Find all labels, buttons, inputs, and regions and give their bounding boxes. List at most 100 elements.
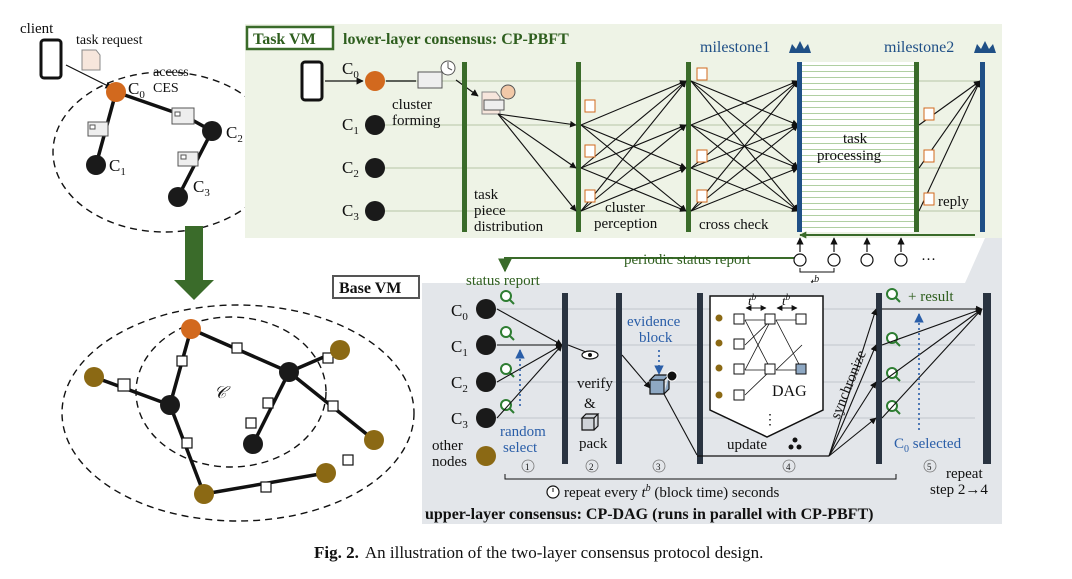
doc-icons: [584, 67, 935, 206]
task-request-doc-icon: [81, 49, 101, 71]
svg-text:tb: tb: [782, 292, 791, 308]
task-c0-label: C: [342, 59, 353, 78]
svg-text:C0: C0: [451, 301, 468, 323]
other-nodes-label-2: nodes: [432, 454, 467, 470]
timer-icons: [793, 237, 908, 267]
dag-tb-label-2: t: [782, 293, 786, 308]
svg-text:C1: C1: [451, 337, 468, 359]
repeat-label-2: step 2→4: [930, 482, 988, 498]
base-node-c3: [476, 408, 496, 428]
random-select-label-1: random: [500, 424, 546, 440]
milestone2-crown-icon: [974, 41, 996, 53]
task-phone-icon: [300, 60, 324, 102]
cluster-perception-label-1: cluster: [605, 200, 645, 216]
periodic-status-report-label: periodic status report: [624, 252, 751, 268]
cluster-forming-label-2: forming: [392, 113, 441, 129]
task-piece-label-1: task: [474, 187, 499, 203]
task-vm-label: Task VM: [253, 31, 316, 48]
task-c3-label: C: [342, 201, 353, 220]
c0-selected-label: C: [894, 436, 904, 452]
svg-text:C3: C3: [342, 201, 359, 223]
base-bar-3: [697, 293, 703, 464]
step-markers: [521, 459, 937, 473]
reply-label: reply: [938, 194, 969, 210]
task-vm-label-box: [245, 25, 335, 51]
task-c1-label: C: [342, 115, 353, 134]
base-node-c1: [476, 335, 496, 355]
base-node-other: [476, 446, 496, 466]
base-node-c2: [476, 372, 496, 392]
seal-icon: [666, 370, 678, 382]
task-node-c3: [365, 201, 385, 221]
base-bar-2: [616, 293, 622, 464]
svg-text:C0: C0: [128, 79, 145, 101]
update-label: update: [727, 437, 767, 453]
base-vm-title: upper-layer consensus: CP-DAG (runs in p…: [425, 506, 873, 523]
svg-text:Fig. 2.An illustration of the: Fig. 2.An illustration of the two-layer …: [314, 543, 763, 562]
base-c1-label: C: [451, 337, 462, 356]
svg-text:C0: C0: [342, 59, 359, 81]
cluster-forming-label-1: cluster: [392, 97, 432, 113]
node-c3: [168, 187, 188, 207]
base-c2-label: C: [451, 373, 462, 392]
node-c0: [106, 82, 126, 102]
magnifier-icons: [500, 288, 901, 415]
milestone1-crown-icon: [789, 41, 811, 53]
base-vm-label: Base VM: [339, 280, 401, 297]
network-node: [160, 395, 180, 415]
svg-text:C3: C3: [451, 409, 468, 431]
other-nodes-label-1: other: [432, 438, 463, 454]
random-select-label-2: select: [503, 440, 538, 456]
task-processing-label-1: task: [843, 131, 868, 147]
caption-text: An illustration of the two-layer consens…: [365, 543, 763, 562]
base-vm-label-box: [332, 275, 420, 299]
c1-label: C: [109, 156, 120, 175]
perception-arrows: [580, 80, 687, 212]
evidence-label-1: evidence: [627, 314, 681, 330]
node-c2: [202, 121, 222, 141]
milestone1-label: milestone1: [700, 39, 770, 56]
collect-arrows: [496, 308, 563, 419]
left-panel: client task request C0 access CES C1 C2 …: [20, 21, 415, 522]
svg-text:C2: C2: [342, 158, 359, 180]
dag-block-icons: [733, 313, 807, 401]
c2-label: C: [226, 123, 237, 142]
base-c0-label: C: [451, 301, 462, 320]
network-node: [243, 434, 263, 454]
network-node-c0: [181, 319, 201, 339]
milestone2-label: milestone2: [884, 39, 954, 56]
ces-label: CES: [153, 81, 179, 96]
c0-label: C: [128, 79, 139, 98]
result-arrows: [881, 305, 983, 419]
cross-check-arrows: [690, 80, 799, 212]
network-cluster-symbol: 𝒞: [214, 383, 231, 402]
milestone1-bar: [797, 62, 802, 232]
status-report-label: status report: [466, 273, 541, 289]
network-node: [279, 362, 299, 382]
repeat-every-label: repeat every: [564, 485, 641, 501]
svg-text:⋮: ⋮: [763, 413, 777, 428]
phase-bars: [462, 62, 919, 232]
pack-label: pack: [579, 436, 608, 452]
network-node-other: [316, 463, 336, 483]
network-node-other: [330, 340, 350, 360]
eye-icon: [581, 350, 599, 360]
cross-check-label: cross check: [699, 217, 769, 233]
evidence-label-2: block: [639, 330, 673, 346]
pack-cube-icon: [580, 413, 600, 431]
base-vm-panel: Base VM status report C0 C1 C2 C3 other …: [332, 238, 1002, 524]
svg-text:C2: C2: [451, 373, 468, 395]
milestone2-bar: [980, 62, 985, 232]
base-c3-label: C: [451, 409, 462, 428]
base-node-c0: [476, 299, 496, 319]
svg-text:C0 selected: C0 selected: [894, 436, 962, 455]
task-request-label: task request: [76, 33, 143, 48]
step-5: 5: [927, 462, 932, 472]
cluster-perception-label-2: perception: [594, 216, 658, 232]
client-label: client: [20, 21, 54, 37]
plus-result-label: + result: [908, 289, 954, 305]
amp-label: &: [584, 396, 596, 412]
network-node-other: [194, 484, 214, 504]
task-vm-panel: Task VM lower-layer consensus: CP-PBFT C…: [245, 24, 1002, 238]
